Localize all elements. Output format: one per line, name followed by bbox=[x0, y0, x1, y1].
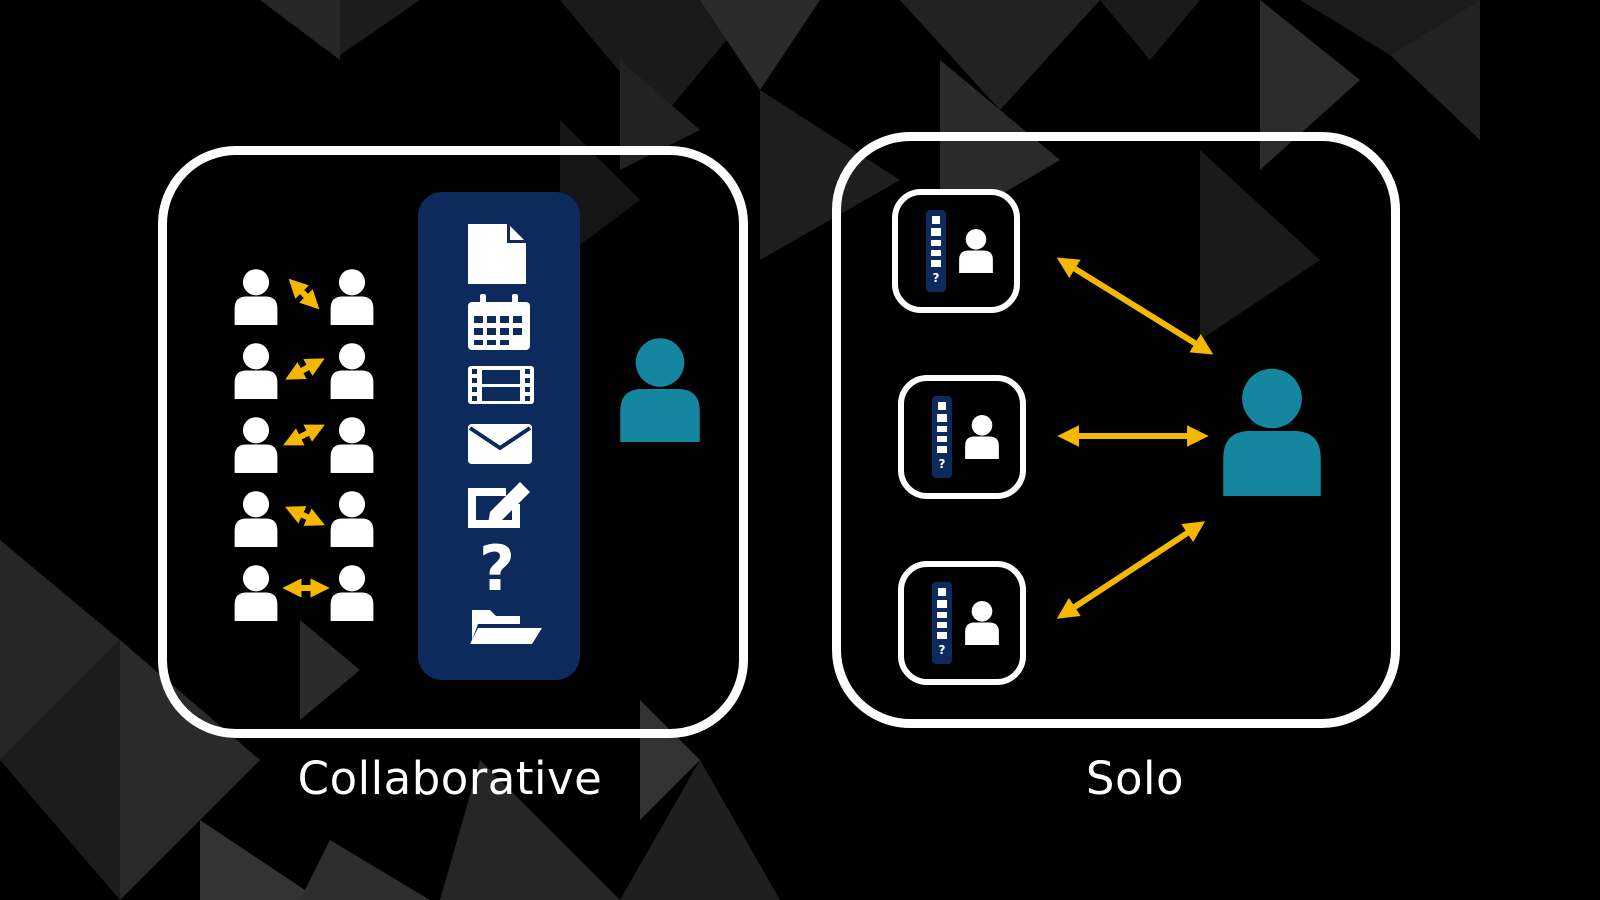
solo-workspace bbox=[892, 189, 1020, 313]
pair-arrow bbox=[285, 506, 325, 526]
pair-arrow bbox=[283, 424, 325, 446]
solo-arrows-group bbox=[1056, 257, 1214, 619]
user-icon bbox=[330, 269, 374, 325]
user-icon bbox=[234, 491, 278, 547]
collaborative-panel bbox=[158, 146, 748, 738]
user-icon bbox=[330, 417, 374, 473]
user-icon bbox=[330, 491, 374, 547]
teal-user-icon bbox=[620, 338, 700, 442]
question-icon: ? bbox=[479, 532, 515, 605]
pair-arrow bbox=[288, 278, 320, 310]
solo-panel bbox=[832, 132, 1400, 728]
edit-icon bbox=[468, 482, 530, 528]
user-pairs-group bbox=[234, 269, 374, 621]
mail-icon bbox=[468, 424, 532, 464]
pair-arrow bbox=[285, 358, 325, 380]
calendar-icon bbox=[468, 294, 530, 350]
solo-arrow bbox=[1056, 257, 1214, 355]
user-icon bbox=[234, 565, 278, 621]
solo-workspace bbox=[898, 561, 1026, 685]
folder-icon bbox=[470, 610, 542, 644]
solo-workspace bbox=[898, 375, 1026, 499]
solo-arrow bbox=[1056, 521, 1206, 619]
user-icon bbox=[234, 269, 278, 325]
teal-user-icon bbox=[1223, 368, 1321, 496]
user-icon bbox=[330, 343, 374, 399]
user-icon bbox=[330, 565, 374, 621]
film-icon bbox=[468, 366, 534, 404]
pair-arrows-group bbox=[282, 278, 330, 598]
solo-caption: Solo bbox=[1085, 752, 1185, 805]
collaborative-caption: Collaborative bbox=[297, 752, 603, 805]
document-icon bbox=[468, 224, 526, 284]
user-icon bbox=[234, 343, 278, 399]
user-icon bbox=[234, 417, 278, 473]
